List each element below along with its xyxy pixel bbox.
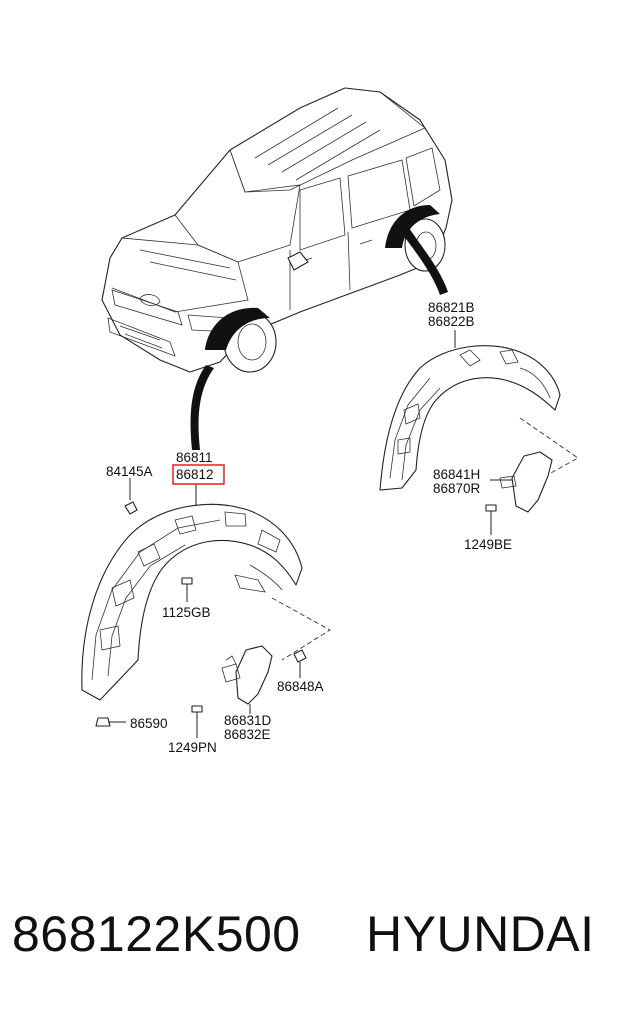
label-1249be: 1249BE	[464, 537, 512, 552]
label-84145a: 84145A	[106, 464, 153, 479]
screw-1125gb	[181, 577, 193, 592]
car-illustration	[101, 87, 453, 373]
label-86821b: 86821B	[428, 300, 475, 315]
highlight-box	[172, 464, 225, 485]
label-86812: 86812	[176, 467, 214, 482]
bolt-1249be	[485, 504, 497, 520]
rear-wheel-liner	[379, 345, 561, 491]
nut-86848a	[293, 649, 307, 663]
footer: 868122K500 HYUNDAI	[0, 905, 620, 975]
front-pointer	[190, 365, 214, 450]
label-1125gb: 1125GB	[162, 605, 211, 620]
part-number: 868122K500	[12, 906, 301, 962]
clip-86590	[95, 717, 111, 727]
label-1249pn: 1249PN	[168, 740, 217, 755]
brand-name: HYUNDAI	[366, 906, 595, 962]
clip-84145a	[124, 501, 138, 515]
label-86831d: 86831D	[224, 713, 272, 728]
rear-mudguard	[499, 451, 553, 513]
rear-pointer	[398, 222, 448, 295]
label-86848a: 86848A	[277, 679, 324, 694]
label-86832e: 86832E	[224, 727, 271, 742]
label-86811: 86811	[176, 450, 213, 465]
label-86590: 86590	[130, 716, 168, 731]
front-mudguard	[221, 645, 273, 705]
front-wheel-liner	[81, 503, 303, 701]
label-86822b: 86822B	[428, 314, 475, 329]
bolt-1249pn	[191, 705, 203, 720]
label-86841h: 86841H	[433, 467, 480, 482]
label-86870r: 86870R	[433, 481, 481, 496]
